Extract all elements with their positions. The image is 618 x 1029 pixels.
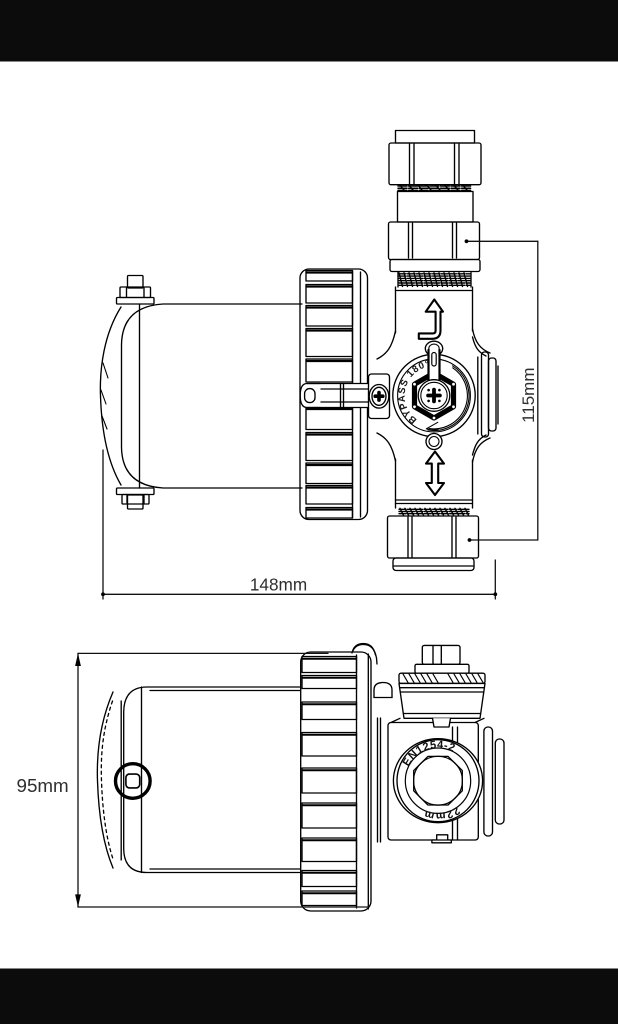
svg-text:148mm: 148mm [250,575,307,595]
svg-text:115mm: 115mm [519,367,538,422]
svg-text:95mm: 95mm [17,775,69,796]
